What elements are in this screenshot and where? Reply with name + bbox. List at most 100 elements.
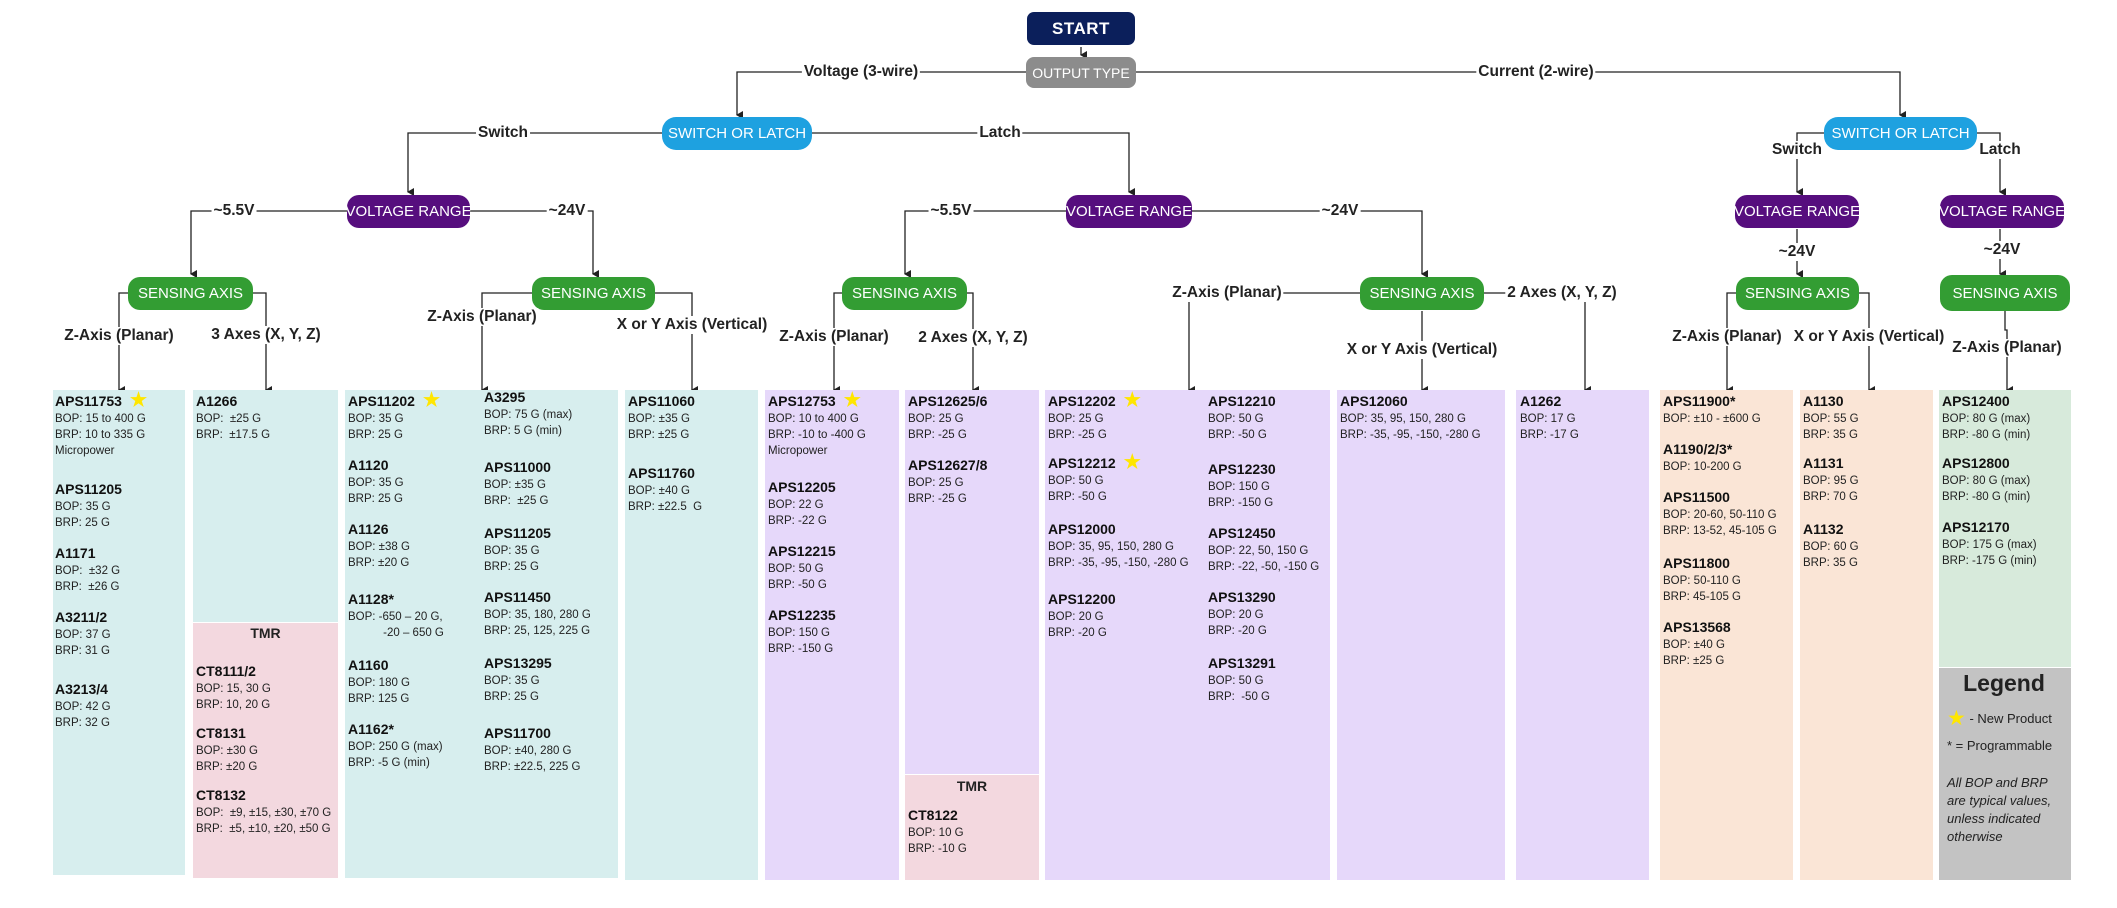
edge-label-current-2wire: Current (2-wire) — [1476, 63, 1596, 81]
product-spec: BOP: 55 G — [1803, 413, 1859, 425]
product-column-2 — [193, 390, 338, 622]
product-spec: BRP: 25 G — [348, 493, 403, 505]
product-entry: APS12202★ BOP: 25 G BRP: -25 G — [1048, 391, 1141, 443]
product-column-6 — [905, 390, 1039, 774]
product-spec: BRP: 25 G — [484, 561, 539, 573]
product-spec: BRP: -150 G — [768, 643, 834, 655]
product-name: A3211/2 — [55, 609, 108, 625]
product-spec: BRP: -25 G — [1048, 429, 1107, 441]
product-name: APS12800 — [1942, 455, 2010, 471]
product-column-11 — [1800, 390, 1933, 880]
product-spec: BRP: -80 G (min) — [1942, 429, 2031, 441]
product-entry: A1190/2/3*BOP: 10-200 G — [1663, 440, 1742, 475]
product-spec: BRP: 32 G — [55, 717, 110, 729]
product-spec: BRP: -5 G (min) — [348, 757, 430, 769]
product-spec: BRP: 45-105 G — [1663, 591, 1741, 603]
product-spec: BOP: 15, 30 G — [196, 683, 271, 695]
edge-label-xy-vertical-2: X or Y Axis (Vertical) — [1344, 341, 1500, 359]
voltage-range-node-latch[interactable]: VOLTAGE RANGE — [1066, 195, 1192, 228]
product-spec: BRP: -150 G — [1208, 497, 1274, 509]
edge-label-z-planar-4: Z-Axis (Planar) — [1170, 284, 1284, 302]
product-name: CT8111/2 — [196, 663, 256, 679]
product-name: APS12060 — [1340, 393, 1408, 409]
product-spec: BRP: ±25 G — [1663, 655, 1725, 667]
edge-label-24v-current-switch: ~24V — [1776, 243, 1818, 261]
sensing-axis-node-4[interactable]: SENSING AXIS — [1360, 277, 1484, 310]
product-name: A3295 — [484, 389, 526, 405]
sensing-axis-node-6[interactable]: SENSING AXIS — [1940, 275, 2070, 311]
voltage-range-node-current-latch[interactable]: VOLTAGE RANGE — [1939, 195, 2065, 228]
product-spec: BOP: 22 G — [768, 499, 824, 511]
switch-or-latch-node-current[interactable]: SWITCH OR LATCH — [1824, 117, 1977, 150]
output-type-node[interactable]: OUTPUT TYPE — [1026, 57, 1136, 88]
product-spec: BRP: 35 G — [1803, 429, 1858, 441]
product-spec: BOP: 150 G — [768, 627, 831, 639]
product-spec: BRP: -25 G — [908, 429, 967, 441]
product-spec: BRP: 25, 125, 225 G — [484, 625, 591, 637]
start-node[interactable]: START — [1027, 12, 1135, 45]
product-spec: BRP: -50 G — [1048, 491, 1107, 503]
product-spec: BOP: 25 G — [1048, 413, 1104, 425]
product-name: APS11000 — [484, 459, 551, 475]
edge-label-5v5-switch: ~5.5V — [211, 202, 257, 220]
product-name: APS12215 — [768, 543, 836, 559]
product-name: A1131 — [1803, 455, 1844, 471]
product-spec: BOP: ±40 G — [1663, 639, 1725, 651]
product-name-row: APS11753★ — [55, 391, 147, 411]
product-spec: BRP: -80 G (min) — [1942, 491, 2031, 503]
product-spec: BOP: 95 G — [1803, 475, 1859, 487]
product-spec: BRP: ±25 G — [628, 429, 690, 441]
sensing-axis-node-3[interactable]: SENSING AXIS — [842, 277, 967, 310]
sensing-axis-node-5[interactable]: SENSING AXIS — [1736, 277, 1859, 310]
edge-label-5v5-latch: ~5.5V — [928, 202, 974, 220]
sensing-axis-node-1[interactable]: SENSING AXIS — [128, 277, 253, 310]
star-icon: ★ — [1947, 707, 1966, 730]
product-spec: BRP: 70 G — [1803, 491, 1858, 503]
product-spec: BRP: 25 G — [55, 517, 110, 529]
product-spec: BRP: ±22.5 G — [628, 501, 703, 513]
product-name: APS11760 — [628, 465, 695, 481]
edge-label-24v-switch: ~24V — [546, 202, 588, 220]
switch-or-latch-node-voltage[interactable]: SWITCH OR LATCH — [662, 117, 812, 150]
product-spec: BRP: 35 G — [1803, 557, 1858, 569]
product-spec: BOP: 80 G (max) — [1942, 475, 2031, 487]
product-spec: BRP: 31 G — [55, 645, 110, 657]
edge-label-24v-current-latch: ~24V — [1981, 241, 2023, 259]
voltage-range-node-switch[interactable]: VOLTAGE RANGE — [345, 195, 472, 228]
product-spec: -20 – 650 G — [348, 627, 444, 639]
edge-label-24v-latch: ~24V — [1319, 202, 1361, 220]
product-spec: BRP: ±26 G — [55, 581, 120, 593]
product-name: APS12200 — [1048, 591, 1116, 607]
voltage-range-node-current-switch[interactable]: VOLTAGE RANGE — [1734, 195, 1860, 228]
product-spec: Micropower — [768, 445, 828, 457]
product-name-row: APS12202★ — [1048, 391, 1141, 411]
edge-label-3axes: 3 Axes (X, Y, Z) — [209, 326, 323, 344]
product-spec: BOP: 35 G — [348, 413, 404, 425]
edge-label-2axes-2: 2 Axes (X, Y, Z) — [1505, 284, 1619, 302]
product-name: APS11500 — [1663, 489, 1730, 505]
product-name: APS11202 — [348, 393, 415, 409]
product-column-9 — [1516, 390, 1649, 880]
sensing-axis-node-2[interactable]: SENSING AXIS — [532, 277, 655, 310]
product-column-7 — [1045, 390, 1330, 880]
product-spec: BOP: 50 G — [1208, 675, 1264, 687]
product-name: APS12235 — [768, 607, 836, 623]
star-icon: ★ — [422, 390, 440, 411]
product-spec: BOP: ±30 G — [196, 745, 258, 757]
